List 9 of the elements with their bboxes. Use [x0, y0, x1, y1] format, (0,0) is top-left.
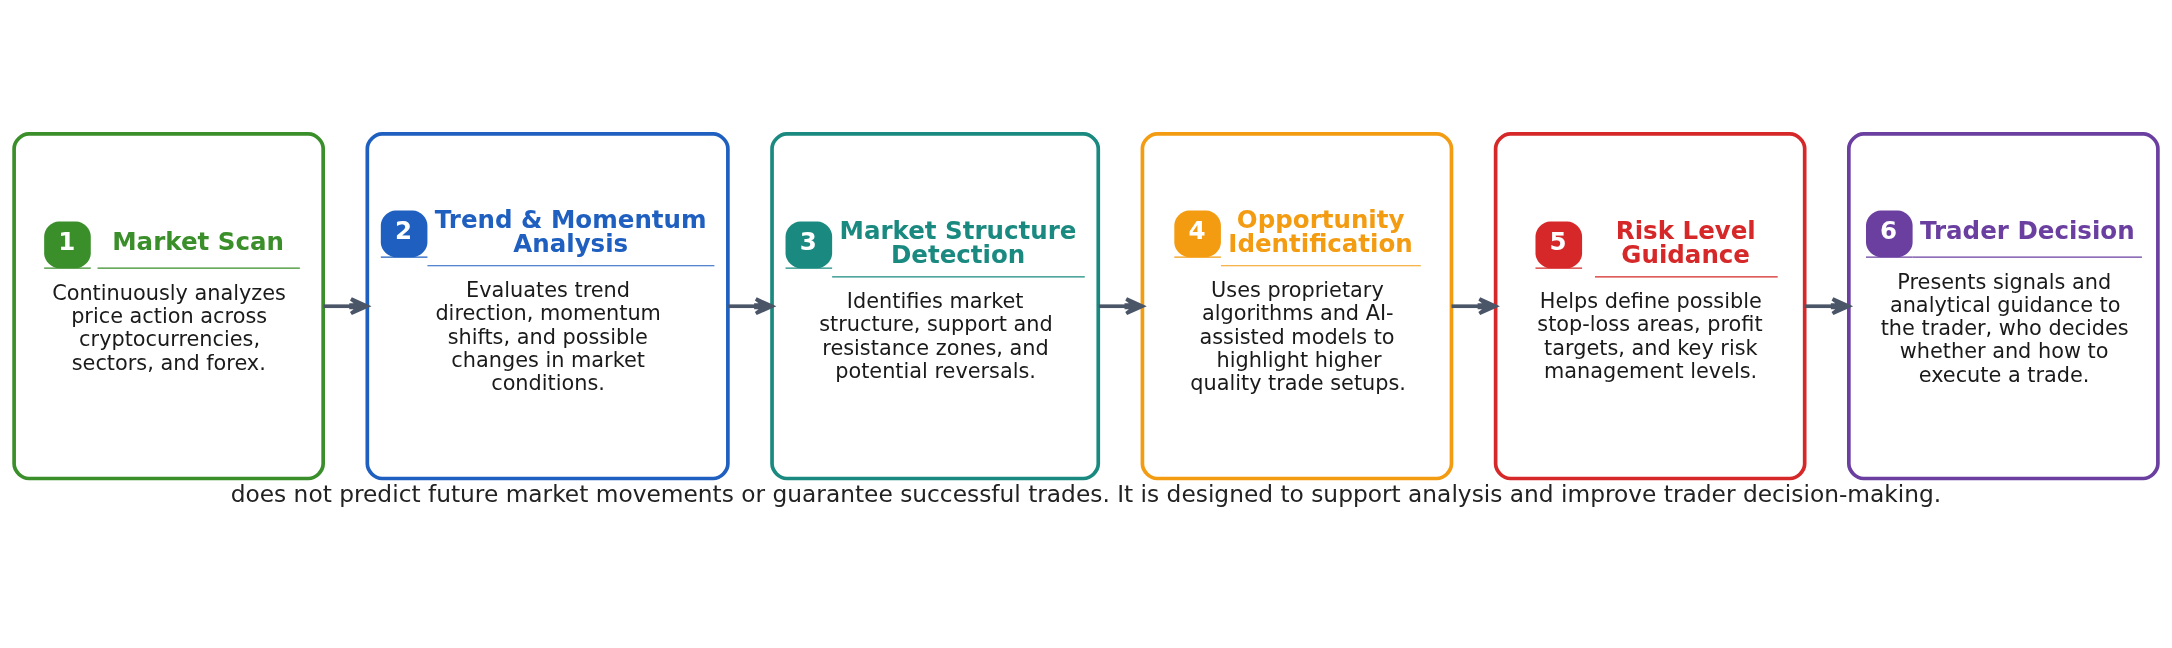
- node-box: 6 Trader Decision Presents signals and analytical guidance to the trader, who decides whether and how to execute a trade.: [1847, 132, 2160, 481]
- arrow: [1804, 297, 1851, 316]
- node-box: 1 Market Scan Continuously analyzes price action across cryptocurrencies, sectors, and forex.: [12, 132, 325, 481]
- arrow: [728, 297, 774, 316]
- node-box: 5 Risk Level Guidance Helps define possible stop-loss areas, profit targets, and key risk management levels.: [1493, 132, 1807, 481]
- arrow: [323, 297, 369, 316]
- caption: does not predict future market movements or guarantee successful trades. It is designed to support analysis and improve trader decision-making.: [230, 480, 1942, 508]
- arrow: [1451, 297, 1498, 316]
- arrow: [1098, 297, 1145, 316]
